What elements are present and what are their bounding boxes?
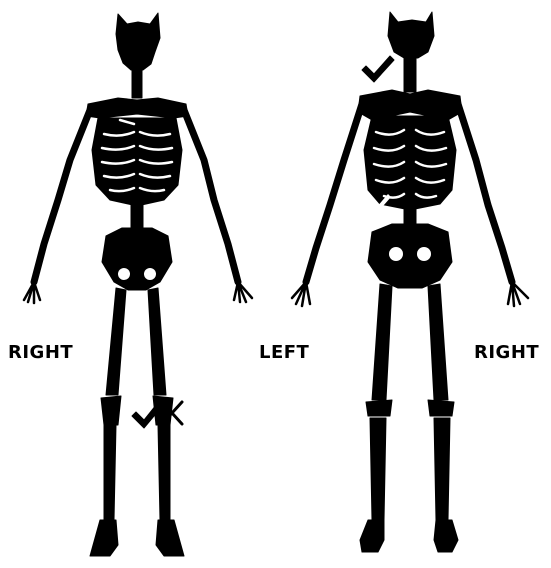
front-neck <box>132 68 142 98</box>
label-left: LEFT <box>259 342 309 363</box>
back-legs <box>366 284 454 520</box>
front-feet <box>90 520 184 556</box>
front-skeleton <box>24 13 252 556</box>
front-pelvis <box>102 228 172 290</box>
back-skeleton <box>292 12 528 552</box>
label-right-back: RIGHT <box>474 342 539 363</box>
back-pelvis <box>368 224 452 288</box>
front-shoulders <box>86 98 188 118</box>
front-skull <box>116 13 160 70</box>
back-skull <box>388 12 434 58</box>
back-neck <box>404 56 416 92</box>
label-right-front: RIGHT <box>8 342 73 363</box>
back-ribcage <box>364 116 456 210</box>
back-feet <box>360 520 458 552</box>
neck-check-mark <box>362 56 394 82</box>
